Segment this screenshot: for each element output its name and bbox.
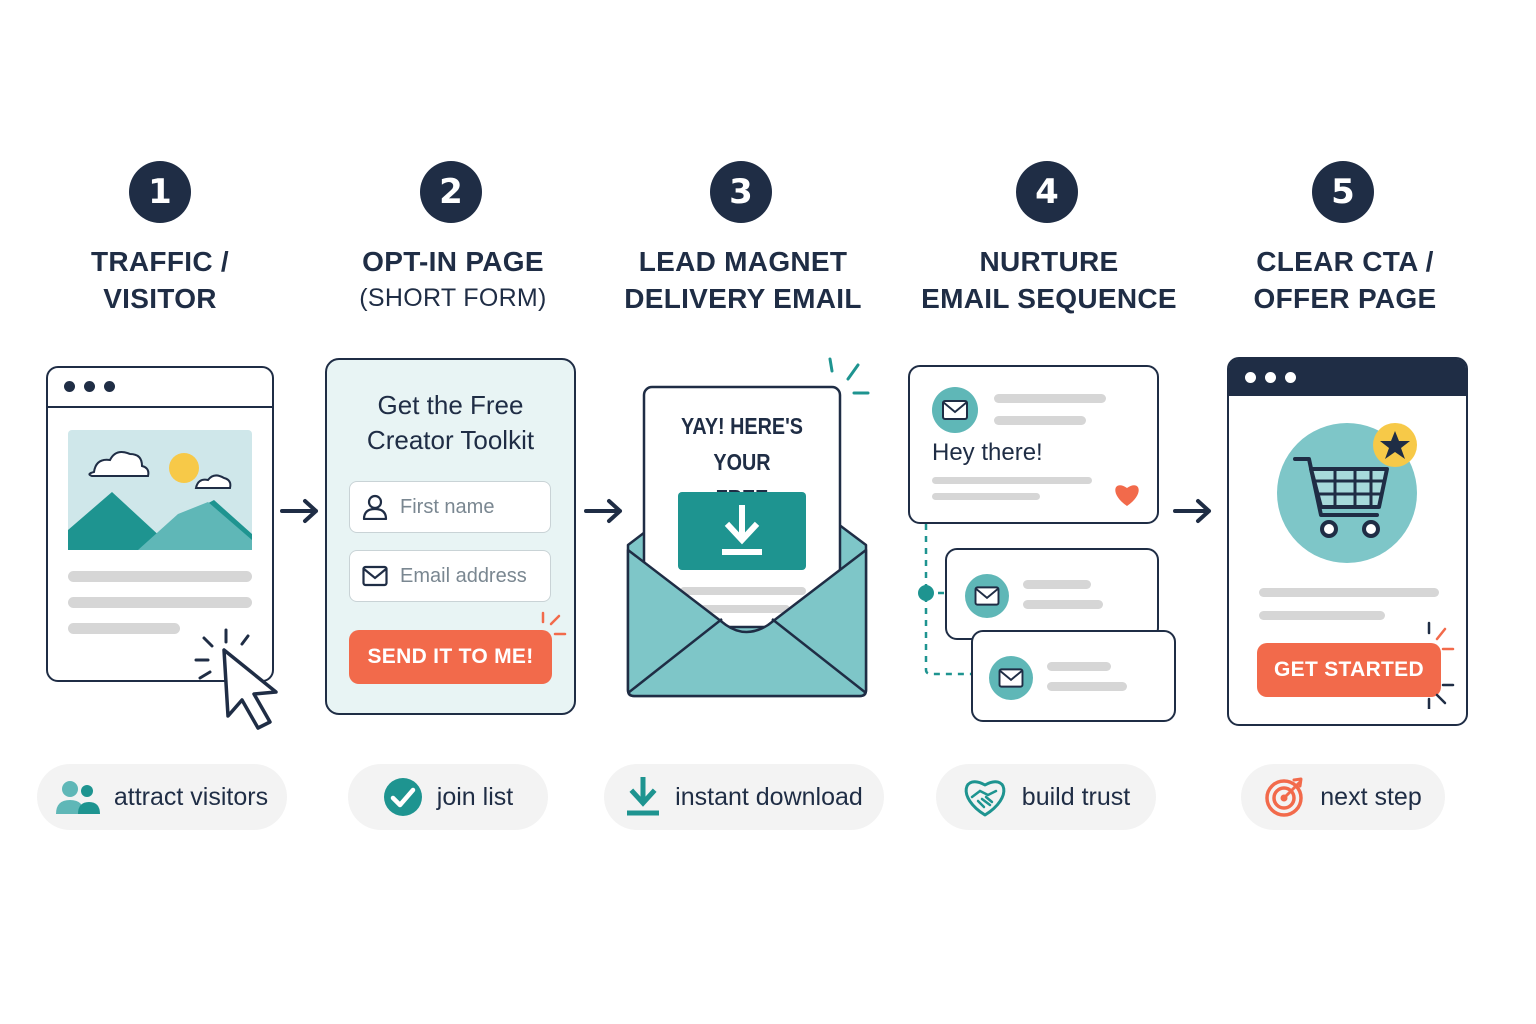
step-badge-5: 5 bbox=[1312, 161, 1374, 223]
step-title-1-line1: TRAFFIC / bbox=[90, 246, 229, 277]
step-title-5-line1: CLEAR CTA / bbox=[1256, 246, 1434, 277]
first-name-field[interactable]: First name bbox=[349, 481, 551, 533]
pill-label: join list bbox=[436, 782, 514, 811]
text-placeholder-bar bbox=[994, 416, 1086, 425]
mail-badge-icon bbox=[989, 656, 1033, 700]
step-title-1: TRAFFIC / VISITOR bbox=[20, 243, 300, 317]
pill-build-trust: build trust bbox=[936, 764, 1156, 830]
text-placeholder-bar bbox=[1047, 662, 1111, 671]
step-title-4: NURTURE EMAIL SEQUENCE bbox=[909, 243, 1189, 317]
step-title-5: CLEAR CTA / OFFER PAGE bbox=[1205, 243, 1485, 317]
step-title-1-line2: VISITOR bbox=[103, 283, 217, 314]
step-title-2-line2: (SHORT FORM) bbox=[359, 284, 547, 312]
get-started-button[interactable]: GET STARTED bbox=[1257, 643, 1441, 697]
greeting-text: Hey there! bbox=[932, 439, 1043, 466]
download-icon bbox=[722, 505, 762, 555]
text-placeholder-bar bbox=[932, 477, 1092, 484]
step-title-5-line2: OFFER PAGE bbox=[1253, 283, 1437, 314]
target-icon bbox=[1265, 777, 1304, 817]
heart-icon bbox=[1115, 485, 1139, 506]
check-circle-icon bbox=[383, 778, 422, 816]
optin-heading-line2: Creator Toolkit bbox=[366, 425, 535, 455]
download-button[interactable] bbox=[678, 492, 806, 570]
step-title-2-line1: OPT-IN PAGE bbox=[362, 246, 544, 277]
email-field[interactable]: Email address bbox=[349, 550, 551, 602]
optin-form-card: Get the Free Creator Toolkit First name … bbox=[325, 358, 576, 715]
step-title-3-line1: LEAD MAGNET bbox=[638, 246, 848, 277]
pill-label: build trust bbox=[1021, 782, 1131, 811]
pill-attract-visitors: attract visitors bbox=[37, 764, 287, 830]
pill-label: next step bbox=[1320, 782, 1422, 811]
send-it-button[interactable]: SEND IT TO ME! bbox=[349, 630, 552, 684]
handshake-heart-icon bbox=[964, 780, 1006, 817]
users-icon bbox=[55, 781, 100, 814]
flow-arrow-icon bbox=[1173, 499, 1211, 523]
window-dots bbox=[1245, 372, 1296, 383]
step-title-4-line1: NURTURE bbox=[979, 246, 1119, 277]
email-placeholder: Email address bbox=[400, 564, 527, 587]
text-placeholder-bar bbox=[68, 597, 252, 608]
text-placeholder-bar bbox=[932, 493, 1040, 500]
shopping-cart-icon bbox=[1277, 423, 1417, 563]
delivery-line1: YAY! HERE'S YOUR bbox=[681, 413, 803, 475]
pill-join-list: join list bbox=[348, 764, 548, 830]
step-title-2: OPT-IN PAGE (SHORT FORM) bbox=[313, 243, 593, 317]
download-icon bbox=[627, 777, 660, 816]
mail-icon bbox=[362, 565, 388, 587]
text-placeholder-bar bbox=[68, 623, 180, 634]
flow-arrow-icon bbox=[280, 499, 318, 523]
text-placeholder-bar bbox=[1023, 580, 1091, 589]
pill-instant-download: instant download bbox=[604, 764, 884, 830]
step-badge-1: 1 bbox=[129, 161, 191, 223]
step-badge-3: 3 bbox=[710, 161, 772, 223]
email-card-third bbox=[971, 630, 1176, 722]
email-card-main: Hey there! bbox=[908, 365, 1159, 524]
window-dots bbox=[64, 381, 115, 392]
optin-heading: Get the Free Creator Toolkit bbox=[327, 388, 574, 458]
pill-label: instant download bbox=[675, 782, 863, 811]
sequence-connector bbox=[918, 524, 974, 676]
pill-next-step: next step bbox=[1241, 764, 1445, 830]
browser-topbar bbox=[48, 368, 272, 408]
sparkle-icon bbox=[541, 611, 567, 636]
mail-badge-icon bbox=[932, 387, 978, 433]
cursor-click-icon bbox=[194, 628, 278, 730]
text-placeholder-bar bbox=[1259, 588, 1439, 597]
flow-arrow-icon bbox=[584, 499, 622, 523]
step-badge-2: 2 bbox=[420, 161, 482, 223]
text-placeholder-bar bbox=[994, 394, 1106, 403]
mail-badge-icon bbox=[965, 574, 1009, 618]
text-placeholder-bar bbox=[68, 571, 252, 582]
visitor-browser-card bbox=[46, 366, 274, 682]
step-badge-4: 4 bbox=[1016, 161, 1078, 223]
sparkle-icon bbox=[1427, 621, 1455, 709]
offer-page-card: GET STARTED bbox=[1227, 357, 1468, 726]
text-placeholder-bar bbox=[1047, 682, 1127, 691]
step-title-3: LEAD MAGNET DELIVERY EMAIL bbox=[603, 243, 883, 317]
user-icon bbox=[362, 494, 388, 520]
first-name-placeholder: First name bbox=[400, 495, 495, 518]
step-title-4-line2: EMAIL SEQUENCE bbox=[921, 283, 1177, 314]
landscape-image-icon bbox=[68, 430, 252, 550]
optin-heading-line1: Get the Free bbox=[377, 390, 524, 420]
text-placeholder-bar bbox=[1023, 600, 1103, 609]
pill-label: attract visitors bbox=[113, 782, 269, 811]
email-card-second bbox=[945, 548, 1159, 640]
text-placeholder-bar bbox=[1259, 611, 1385, 620]
step-title-3-line2: DELIVERY EMAIL bbox=[624, 283, 862, 314]
